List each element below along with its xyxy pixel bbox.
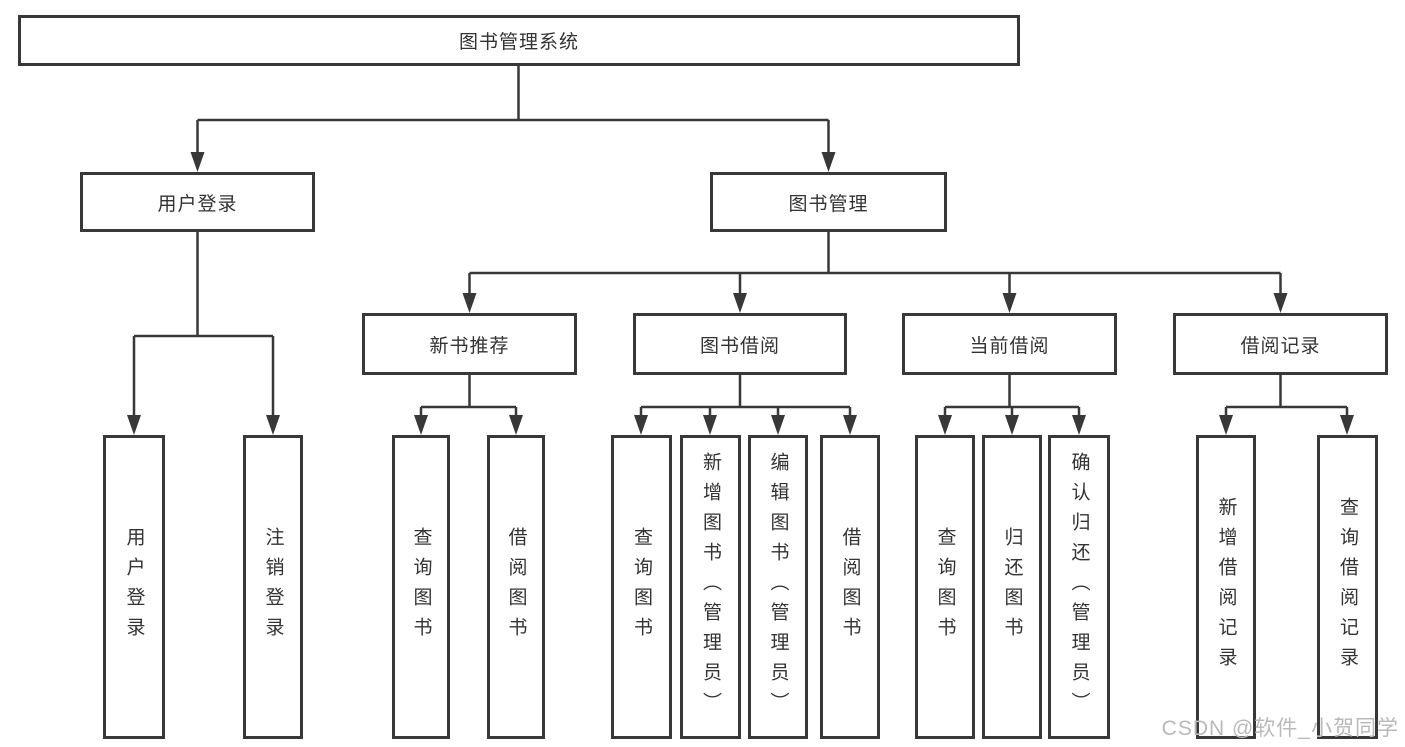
node-label: 确认归还（管理员） [1068, 452, 1090, 722]
leaf-rec-query-record: 查询借阅记录 [1317, 435, 1378, 739]
node-label: 新书推荐 [429, 335, 510, 357]
node-label: 当前借阅 [969, 335, 1050, 357]
leaf-rec-add-record: 新增借阅记录 [1196, 435, 1256, 739]
leaf-nbr-query-books: 查询图书 [392, 435, 450, 739]
node-book-borrow: 图书借阅 [633, 313, 847, 375]
node-label: 图书管理系统 [458, 32, 579, 53]
arrowheads [127, 152, 1354, 435]
node-label: 注销登录 [262, 527, 284, 647]
node-label: 图书管理 [788, 193, 869, 215]
node-label: 图书借阅 [699, 335, 780, 357]
node-label: 查询图书 [410, 527, 432, 647]
node-new-book-recommend: 新书推荐 [362, 313, 577, 375]
leaf-bb-add-books-admin: 新增图书（管理员） [680, 435, 741, 739]
leaf-user-login: 用户登录 [103, 435, 165, 739]
leaf-bb-edit-books-admin: 编辑图书（管理员） [748, 435, 808, 739]
node-current-borrow: 当前借阅 [902, 313, 1117, 375]
leaf-bb-borrow-books: 借阅图书 [820, 435, 880, 739]
node-label: 归还图书 [1001, 527, 1023, 647]
node-label: 用户登录 [157, 193, 238, 215]
leaf-nbr-borrow-books: 借阅图书 [487, 435, 545, 739]
csdn-watermark: CSDN @软件_小贺同学 [1161, 717, 1399, 740]
node-label: 用户登录 [123, 527, 145, 647]
leaf-cb-query-books: 查询图书 [915, 435, 975, 739]
node-label: 查询图书 [934, 527, 956, 647]
node-root-library-system: 图书管理系统 [18, 15, 1020, 66]
node-label: 新增借阅记录 [1215, 497, 1237, 677]
leaf-cb-confirm-return-admin: 确认归还（管理员） [1048, 435, 1110, 739]
leaf-logout: 注销登录 [243, 435, 303, 739]
node-label: 借阅图书 [839, 527, 861, 647]
node-user-login: 用户登录 [80, 172, 315, 232]
node-book-management: 图书管理 [710, 172, 947, 232]
node-label: 查询借阅记录 [1337, 497, 1358, 677]
node-label: 借阅图书 [505, 527, 527, 647]
node-label: 借阅记录 [1240, 335, 1321, 357]
node-borrow-records: 借阅记录 [1173, 313, 1388, 375]
node-label: 新增图书（管理员） [700, 452, 721, 722]
leaf-bb-query-books: 查询图书 [611, 435, 672, 739]
node-label: 查询图书 [631, 527, 652, 647]
leaf-cb-return-books: 归还图书 [982, 435, 1042, 739]
node-label: 编辑图书（管理员） [767, 452, 789, 722]
